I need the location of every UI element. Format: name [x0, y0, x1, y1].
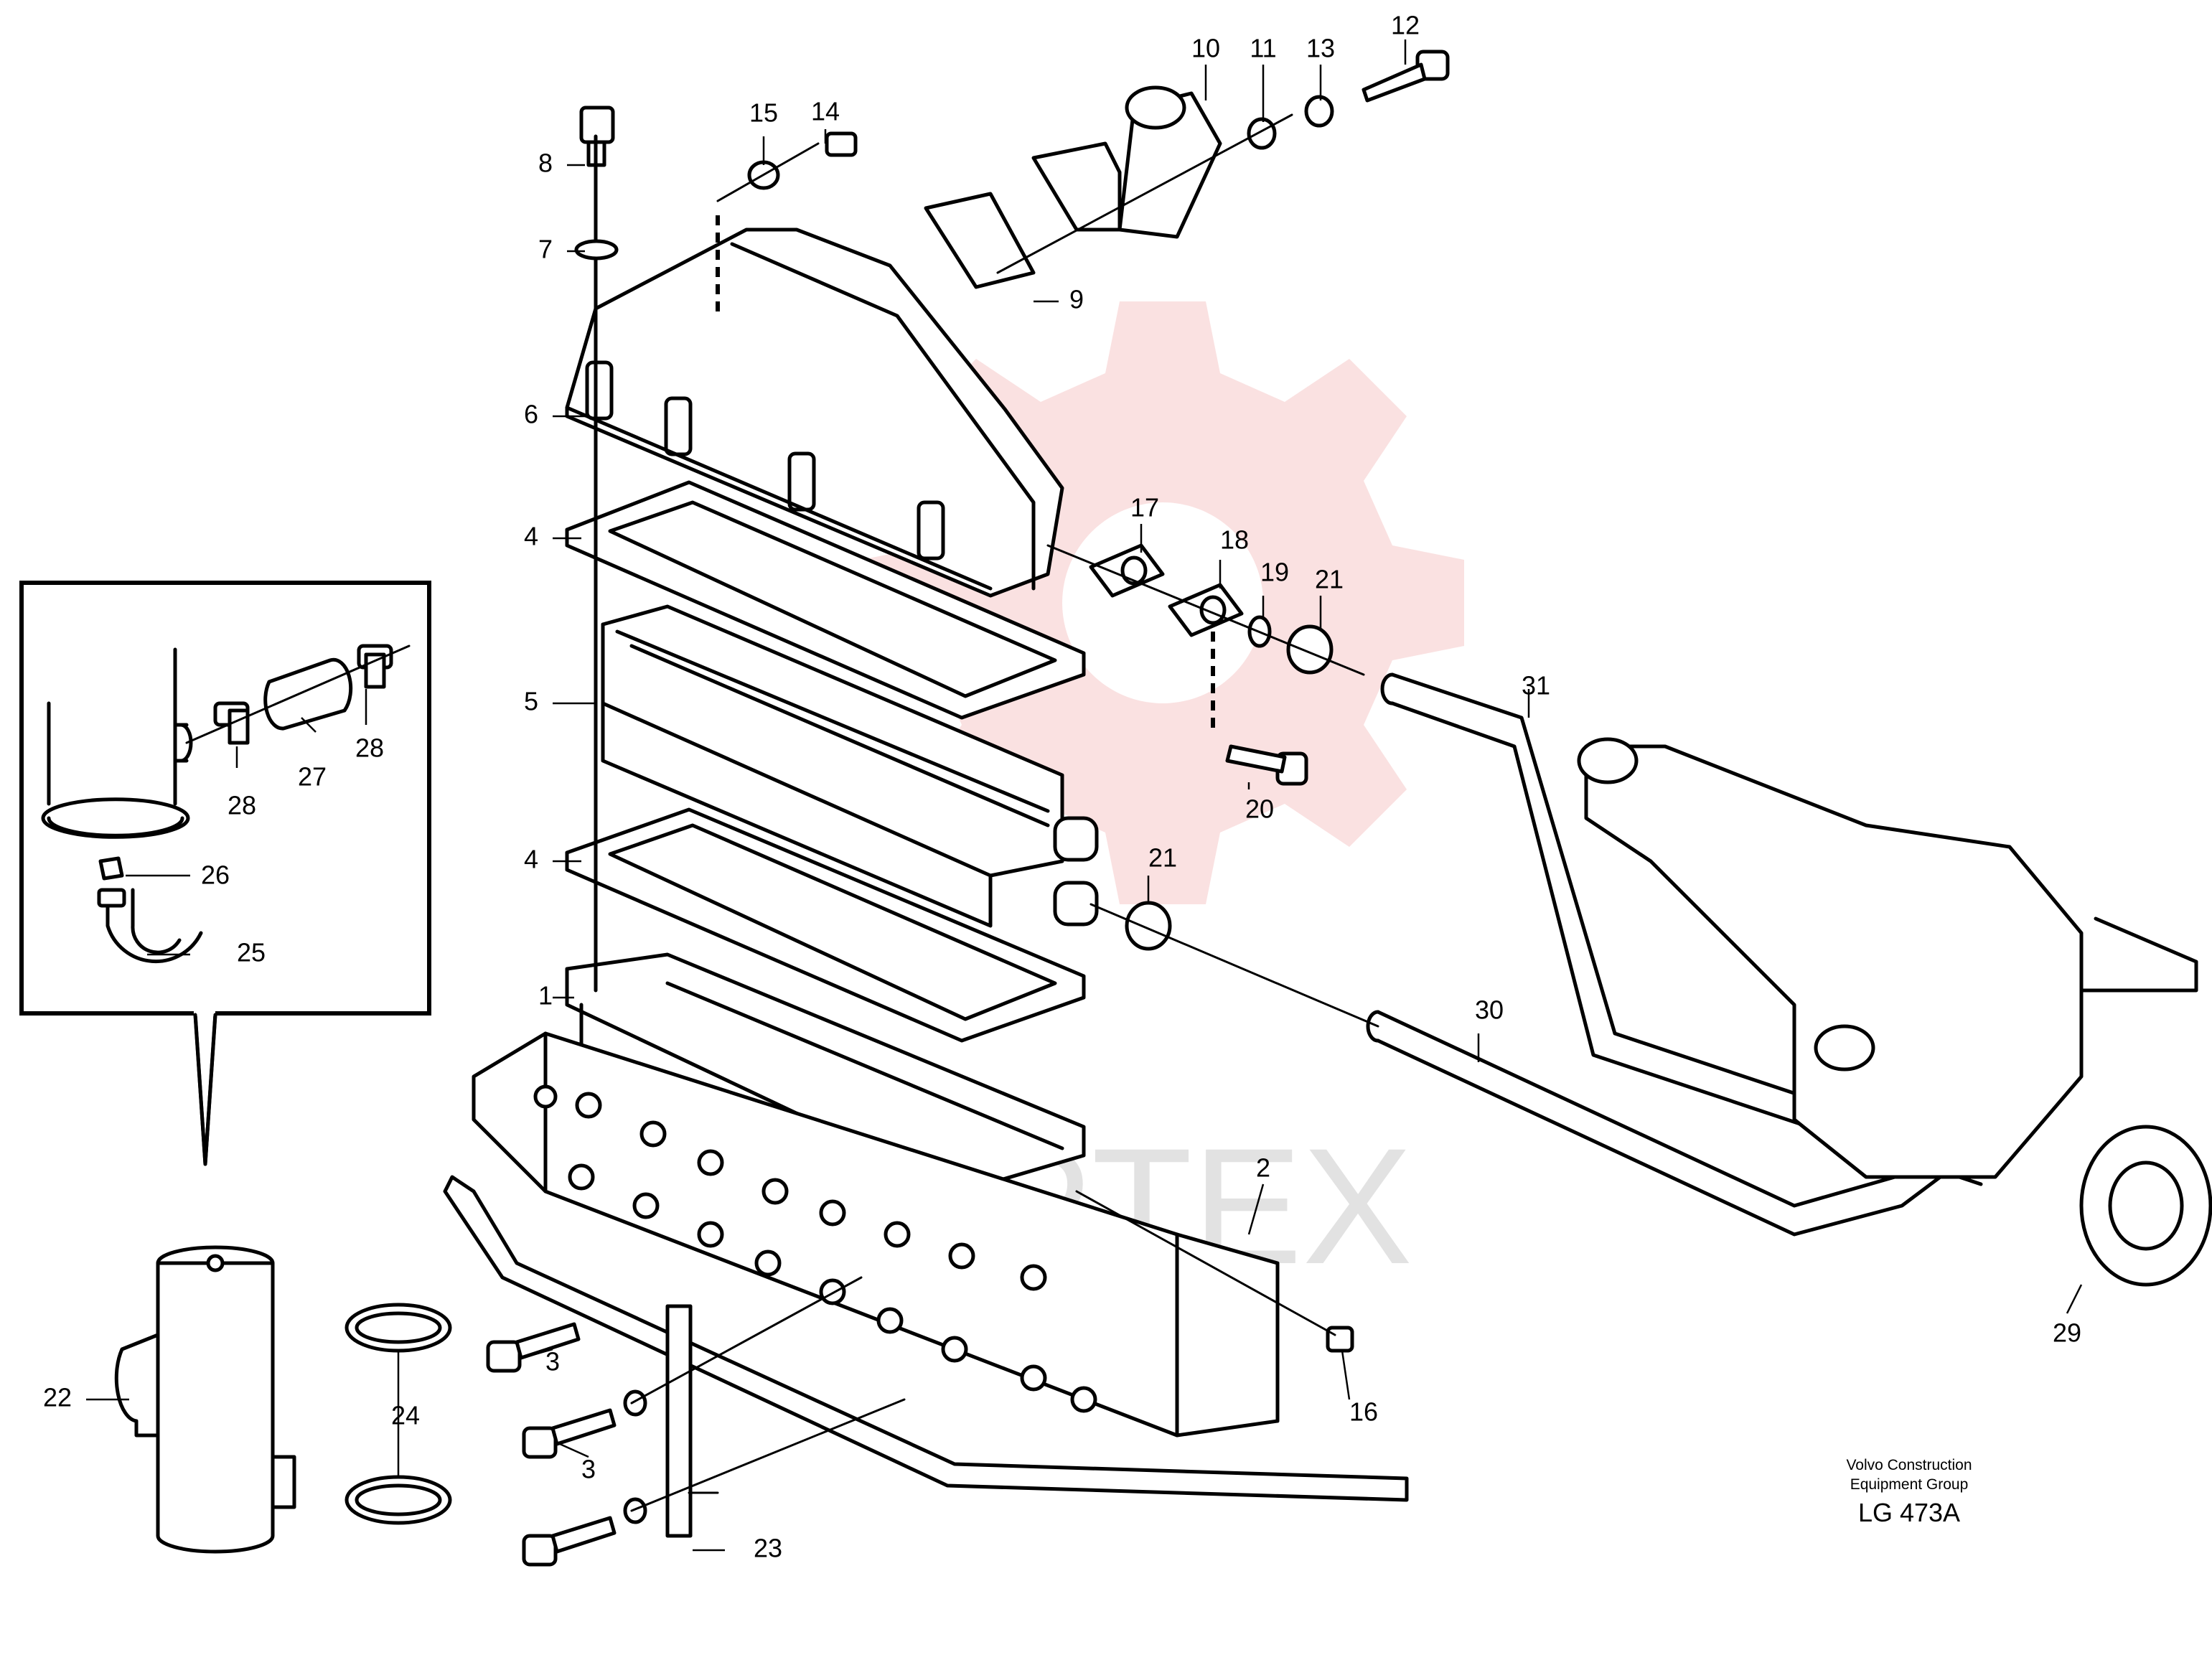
- callout-27: 27: [298, 762, 327, 792]
- callout-12: 12: [1391, 11, 1420, 40]
- gasket-lower-part-4: [565, 807, 1086, 1043]
- callout-11: 11: [1250, 34, 1276, 63]
- callout-9: 9: [1069, 285, 1084, 314]
- manifold-ports: [533, 1084, 1097, 1413]
- callout-30: 30: [1475, 995, 1504, 1025]
- callout-6: 6: [524, 400, 538, 429]
- callout-19: 19: [1260, 558, 1289, 587]
- callout-24: 24: [391, 1401, 420, 1430]
- callout-labels: 1 2 3 3 4 4 5 6 7 8 9 10 11 12 13 14 15 …: [43, 11, 2081, 1563]
- credit-block: Volvo Construction Equipment Group LG 47…: [1846, 1457, 1972, 1527]
- callout-31: 31: [1522, 671, 1550, 700]
- elbow-part-10: [924, 85, 1293, 289]
- intake-cover-part-6: [565, 228, 1064, 598]
- callout-15: 15: [749, 98, 778, 128]
- callout-3: 3: [545, 1347, 560, 1377]
- callout-8: 8: [538, 149, 553, 178]
- callout-1: 1: [538, 981, 553, 1010]
- air-pipe-part-22: [114, 1245, 296, 1554]
- intercooler-part-5: [601, 604, 1099, 928]
- credit-line-1: Volvo Construction: [1846, 1457, 1972, 1473]
- callout-28: 28: [355, 733, 384, 763]
- bolts-and-washers: [486, 50, 1450, 1567]
- callout-7: 7: [538, 235, 553, 264]
- callout-4: 4: [524, 522, 538, 551]
- hose-clamps-part-24: [345, 1303, 452, 1525]
- engine-assembly-part-29: [1577, 737, 2212, 1287]
- callout-23: 23: [754, 1534, 782, 1563]
- callout-18: 18: [1220, 525, 1249, 555]
- callout-3: 3: [581, 1455, 596, 1484]
- drawing-code: LG 473A: [1858, 1498, 1960, 1527]
- callout-21: 21: [1315, 565, 1344, 594]
- bracket-rail-part-23: [443, 1175, 1409, 1538]
- callout-21: 21: [1148, 843, 1177, 873]
- callout-14: 14: [811, 97, 840, 126]
- callout-4: 4: [524, 845, 538, 874]
- credit-line-2: Equipment Group: [1850, 1476, 1969, 1493]
- inset-pipe-drawing: [41, 644, 411, 964]
- callout-17: 17: [1130, 493, 1159, 522]
- hose-clamps-and-flanges: [716, 215, 1379, 1028]
- callout-20: 20: [1245, 794, 1274, 824]
- callout-13: 13: [1306, 34, 1335, 63]
- callout-28: 28: [228, 791, 256, 820]
- gasket-upper-part-4: [565, 480, 1086, 720]
- inlet-manifold-part-2: [472, 1031, 1280, 1438]
- callout-16: 16: [1349, 1397, 1378, 1427]
- callout-5: 5: [524, 687, 538, 716]
- callout-26: 26: [201, 861, 230, 890]
- callout-10: 10: [1191, 34, 1220, 63]
- leader-lines: [86, 39, 2083, 1552]
- callout-25: 25: [237, 938, 266, 967]
- callout-2: 2: [1256, 1153, 1270, 1183]
- callout-29: 29: [2053, 1318, 2081, 1348]
- callout-22: 22: [43, 1383, 72, 1412]
